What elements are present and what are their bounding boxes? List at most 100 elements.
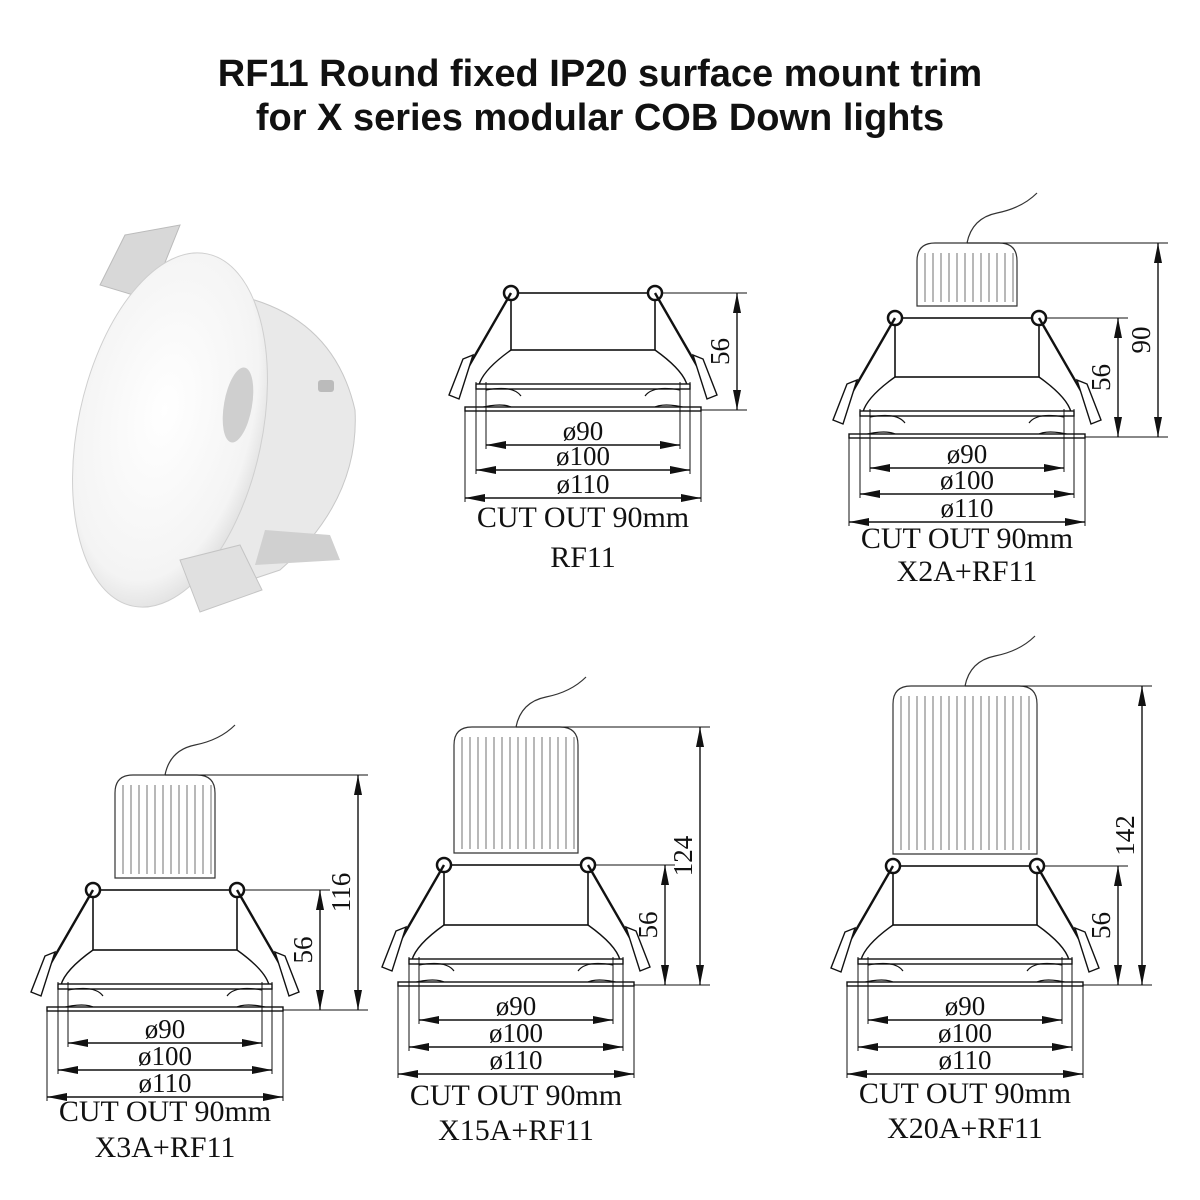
diameter-90-label: ø90 xyxy=(563,416,604,446)
arrowhead-icon xyxy=(1114,866,1122,886)
arrowhead-icon xyxy=(733,293,741,313)
diameter-100-label: ø100 xyxy=(489,1018,543,1048)
spring-tab xyxy=(1073,926,1100,973)
spring-clip xyxy=(1037,317,1086,397)
arrowhead-icon xyxy=(660,441,680,449)
total-height-label: 116 xyxy=(326,873,356,913)
arrowhead-icon xyxy=(465,494,485,502)
arrowhead-icon xyxy=(486,441,506,449)
arrowhead-icon xyxy=(68,1039,88,1047)
spring-tab xyxy=(30,950,57,997)
total-height-label: 124 xyxy=(668,835,698,876)
arrowhead-icon xyxy=(354,990,362,1010)
spring-tab xyxy=(448,353,475,400)
trim-plate xyxy=(857,958,1073,965)
arrowhead-icon xyxy=(1054,490,1074,498)
trim-plate xyxy=(57,983,273,990)
diameter-90-label: ø90 xyxy=(145,1014,186,1044)
spring-clip xyxy=(464,292,513,372)
arrowhead-icon xyxy=(316,990,324,1010)
page-title-line-2: for X series modular COB Down lights xyxy=(255,97,945,139)
power-cable xyxy=(964,635,1036,687)
arrowhead-icon xyxy=(1044,464,1064,472)
arrowhead-icon xyxy=(1065,518,1085,526)
total-height-label: 142 xyxy=(1110,815,1140,856)
trim-curve xyxy=(411,924,621,961)
trim-flange xyxy=(464,406,702,412)
arrowhead-icon xyxy=(733,390,741,410)
model-label: X20A+RF11 xyxy=(887,1112,1043,1145)
spring-clip xyxy=(848,317,897,397)
trim-body xyxy=(92,889,238,951)
diameter-100-label: ø100 xyxy=(138,1041,192,1071)
arrowhead-icon xyxy=(849,518,869,526)
spring-tab xyxy=(1075,378,1102,425)
trim-plate xyxy=(408,958,624,965)
arrowhead-icon xyxy=(1114,318,1122,338)
diameter-110-label: ø110 xyxy=(939,1045,992,1075)
height-56-label: 56 xyxy=(633,912,663,939)
model-label: X3A+RF11 xyxy=(95,1131,236,1164)
diameter-90-label: ø90 xyxy=(947,439,988,469)
heatsink-body xyxy=(114,774,216,879)
model-label: RF11 xyxy=(550,541,616,574)
power-cable xyxy=(164,724,236,776)
arrowhead-icon xyxy=(670,466,690,474)
arrowhead-icon xyxy=(1138,686,1146,706)
arrowhead-icon xyxy=(1114,417,1122,437)
trim-flange xyxy=(848,433,1086,439)
diameter-110-label: ø110 xyxy=(557,469,610,499)
diameter-110-label: ø110 xyxy=(490,1045,543,1075)
reflector-curve xyxy=(860,962,1070,984)
arrowhead-icon xyxy=(409,1043,429,1051)
arrowhead-icon xyxy=(847,1070,867,1078)
arrowhead-icon xyxy=(614,1070,634,1078)
spring-clip xyxy=(235,889,284,969)
reflector-curve xyxy=(862,414,1072,436)
trim-curve xyxy=(862,376,1072,413)
trim-body xyxy=(510,292,656,351)
cutout-label: CUT OUT 90mm xyxy=(859,1077,1071,1110)
arrowhead-icon xyxy=(661,865,669,885)
trim-curve xyxy=(478,349,688,386)
spring-clip xyxy=(1035,865,1084,945)
arrowhead-icon xyxy=(1154,243,1162,263)
trim-curve xyxy=(860,924,1070,961)
cutout-label: CUT OUT 90mm xyxy=(59,1095,271,1128)
trim-plate xyxy=(475,383,691,390)
arrowhead-icon xyxy=(476,466,496,474)
diameter-110-label: ø110 xyxy=(139,1068,192,1098)
power-cable xyxy=(966,192,1038,244)
arrowhead-icon xyxy=(398,1070,418,1078)
arrowhead-icon xyxy=(1063,1070,1083,1078)
reflector-curve xyxy=(60,987,270,1009)
arrowhead-icon xyxy=(1154,417,1162,437)
diameter-100-label: ø100 xyxy=(556,441,610,471)
arrowhead-icon xyxy=(242,1039,262,1047)
cutout-label: CUT OUT 90mm xyxy=(410,1079,622,1112)
diameter-110-label: ø110 xyxy=(941,493,994,523)
diameter-90-label: ø90 xyxy=(945,991,986,1021)
spring-clip xyxy=(397,864,446,944)
trim-body xyxy=(892,865,1038,926)
arrowhead-icon xyxy=(858,1043,878,1051)
spring-tab xyxy=(691,353,718,400)
spring-tab xyxy=(381,925,408,972)
arrowhead-icon xyxy=(47,1093,67,1101)
spring-tab xyxy=(273,950,300,997)
arrowhead-icon xyxy=(354,775,362,795)
power-cable xyxy=(515,676,587,728)
spring-tab xyxy=(832,378,859,425)
arrowhead-icon xyxy=(860,490,880,498)
arrowhead-icon xyxy=(696,727,704,747)
trim-flange xyxy=(397,981,635,987)
arrowhead-icon xyxy=(1138,965,1146,985)
diameter-100-label: ø100 xyxy=(940,465,994,495)
arrowhead-icon xyxy=(681,494,701,502)
model-label: X2A+RF11 xyxy=(897,555,1038,588)
